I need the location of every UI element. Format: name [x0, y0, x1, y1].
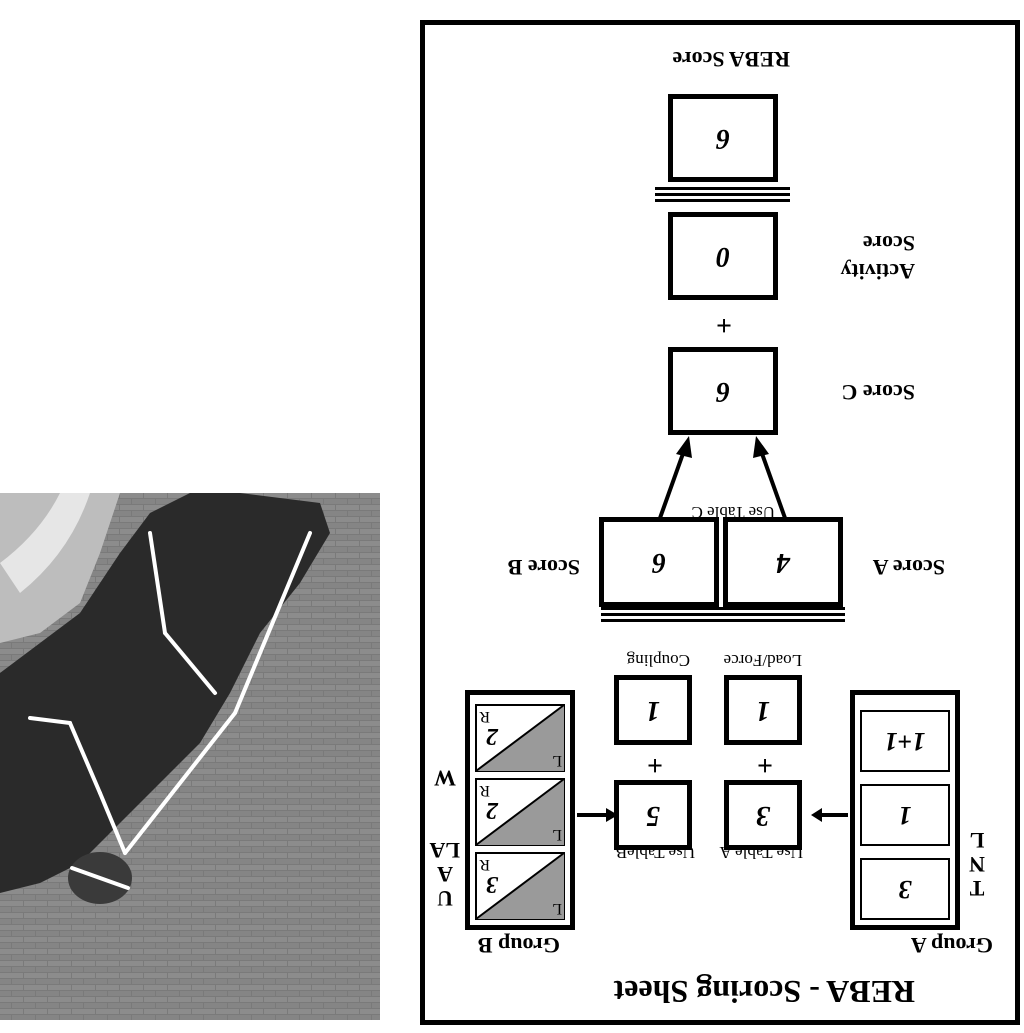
letter-w: W [434, 766, 456, 791]
activity-score-label: Activity Score [840, 229, 915, 285]
load-force-score: 1 [724, 675, 802, 745]
reba-scoring-sheet: REBA - Scoring Sheet Group A T N L 3 1 1… [420, 20, 1020, 1025]
reba-score-value: 6 [668, 94, 778, 182]
group-a-box: 3 1 1+1 [850, 690, 960, 930]
letter-u: U [437, 886, 453, 911]
arrow-icon [811, 808, 848, 822]
table-a-score: 3 [724, 780, 802, 850]
trunk-score: 3 [860, 858, 950, 920]
load-force-label: Load/Force [723, 651, 802, 670]
arrow-icon [658, 436, 787, 519]
score-a-value: 4 [723, 517, 843, 607]
score-b-value: 6 [599, 517, 719, 607]
score-c-value: 6 [668, 347, 778, 435]
activity-score-value: 0 [668, 212, 778, 300]
plus-sign: + [716, 309, 732, 340]
legs-score: 1+1 [860, 710, 950, 772]
plus-sign: + [647, 749, 663, 780]
letter-n: N [969, 852, 985, 877]
neck-score: 1 [860, 784, 950, 846]
group-a-label: Group A [910, 933, 993, 958]
letter-la: LA [429, 838, 460, 863]
plus-sign: + [757, 749, 773, 780]
score-b-label: Score B [507, 555, 580, 580]
wrist-cell [475, 704, 565, 772]
arrow-icon [577, 808, 618, 822]
activity-label-line1: Activity [840, 259, 915, 284]
coupling-label: Coupling [626, 651, 690, 670]
cell-l-label: L [552, 900, 562, 917]
cell-l-label: L [552, 752, 562, 769]
worker-posture-photo [0, 493, 380, 1020]
group-b-label: Group B [477, 933, 560, 958]
reba-score-label: REBA Score [672, 47, 790, 72]
lower-arm-cell [475, 778, 565, 846]
letter-l: L [969, 828, 985, 853]
score-a-label: Score A [872, 555, 945, 580]
group-a-letters: T N L [967, 828, 987, 901]
divider-bars [723, 607, 845, 622]
letter-a: A [437, 862, 453, 887]
letter-t: T [969, 876, 985, 901]
activity-label-line2: Score [862, 231, 915, 256]
wrist-value: 2 [486, 723, 498, 749]
sheet-title: REBA - Scoring Sheet [613, 974, 915, 1010]
group-b-box: L R 3 L R 2 L R 2 [465, 690, 575, 930]
cell-l-label: L [552, 826, 562, 843]
score-c-label: Score C [841, 380, 915, 405]
upper-arm-cell [475, 852, 565, 920]
table-b-score: 5 [614, 780, 692, 850]
lower-arm-value: 2 [486, 797, 498, 823]
coupling-score: 1 [614, 675, 692, 745]
equals-bars [655, 187, 790, 202]
group-b-letters: U A LA W [429, 766, 460, 911]
divider-bars [601, 607, 723, 622]
upper-arm-value: 3 [486, 871, 498, 897]
